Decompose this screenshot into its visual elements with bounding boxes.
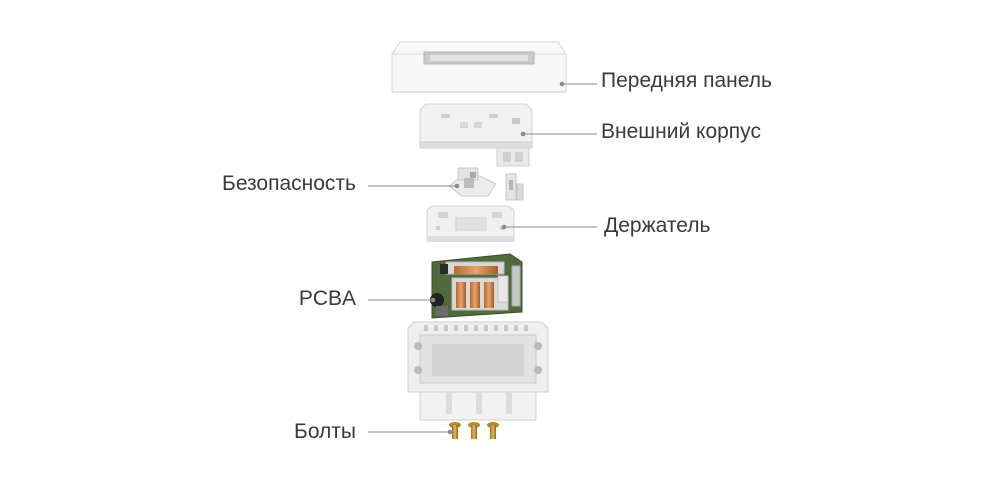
- label-pcba: PCBA: [299, 287, 356, 311]
- safety-part: [449, 168, 523, 200]
- outer-case-part: [420, 104, 532, 166]
- leader-line-safety: [368, 184, 459, 188]
- label-holder: Держатель: [604, 214, 710, 238]
- label-safety: Безопасность: [222, 172, 356, 196]
- bolt: [487, 422, 499, 439]
- bolts-part: [449, 422, 499, 439]
- front-panel-part: [392, 42, 566, 92]
- base-box-part: [408, 322, 548, 420]
- leader-line-pcba: [368, 298, 435, 302]
- leader-line-outer-case: [521, 132, 597, 136]
- leader-line-holder: [502, 225, 597, 229]
- bolt: [468, 422, 480, 439]
- label-front-panel: Передняя панель: [601, 69, 772, 93]
- pcba-part: [430, 254, 522, 318]
- holder-part: [427, 206, 514, 242]
- leader-line-bolts: [368, 430, 452, 434]
- label-bolts: Болты: [294, 420, 356, 444]
- label-outer-case: Внешний корпус: [601, 120, 761, 144]
